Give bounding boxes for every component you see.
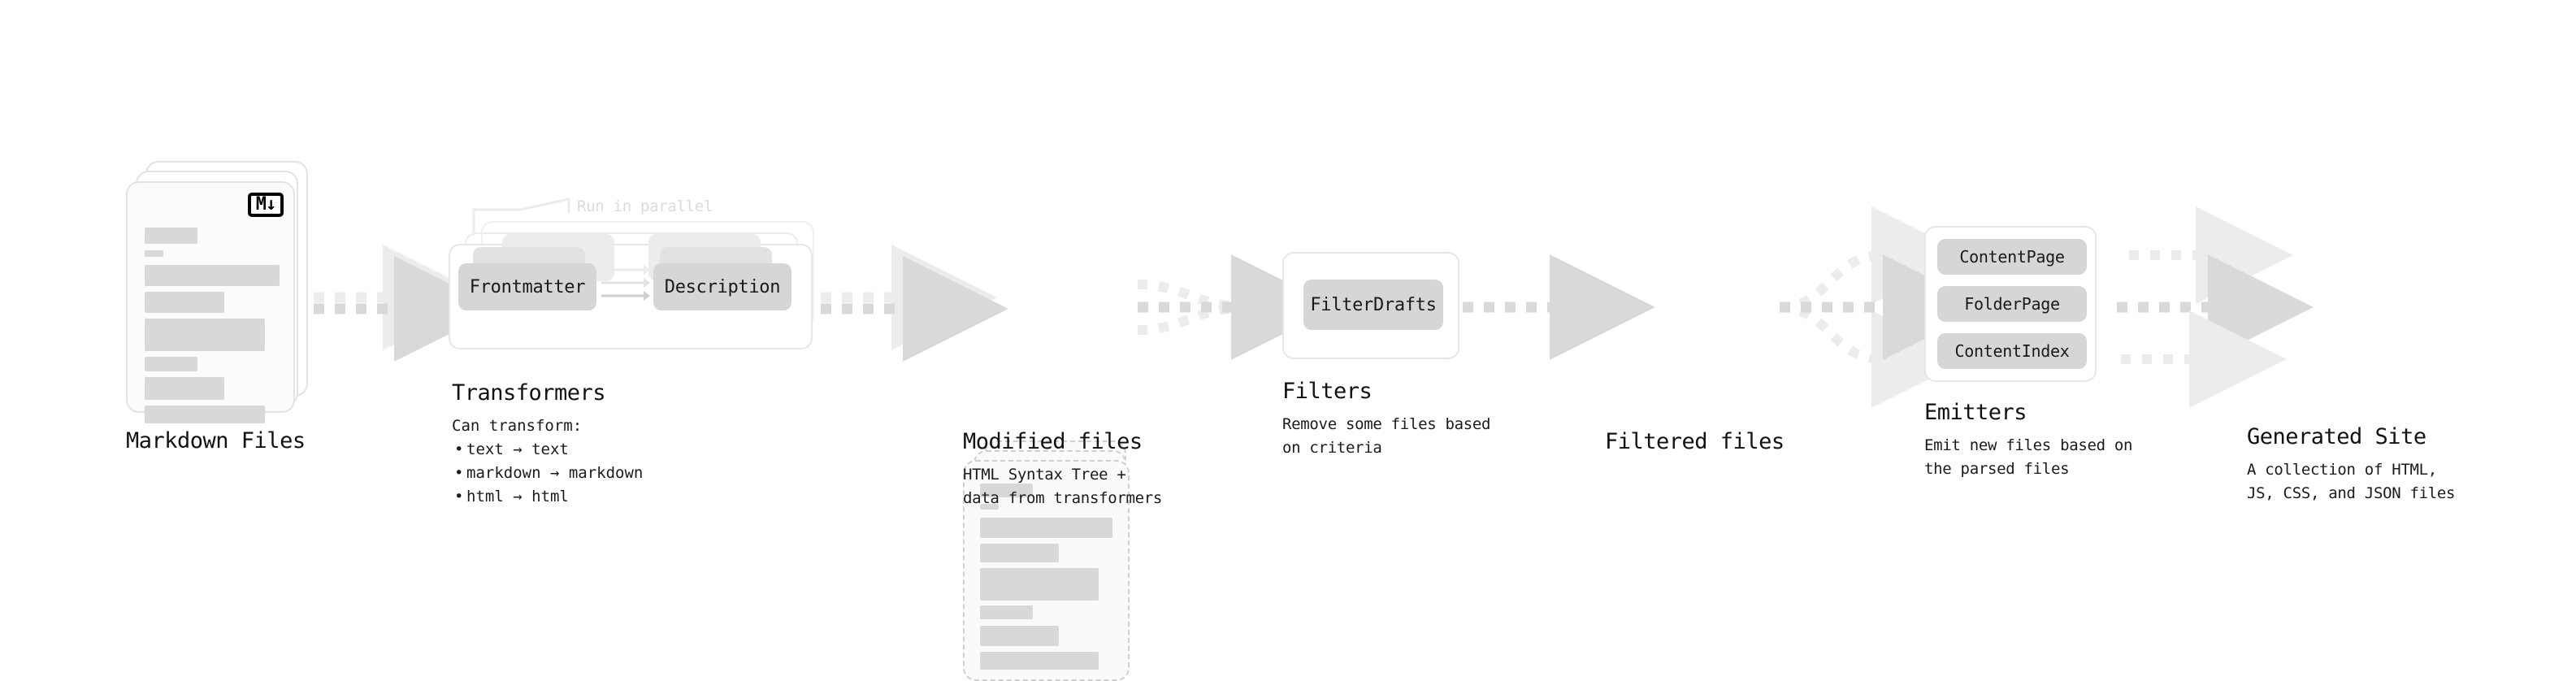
- stage-emitters: ContentPage FolderPage ContentIndex: [1924, 226, 2097, 382]
- stage-subtitle-modified-files: HTML Syntax Tree + data from transformer…: [963, 466, 1163, 507]
- stage-title-markdown-files: Markdown Files: [126, 428, 306, 453]
- modified-skeleton: [980, 484, 1113, 670]
- emitter-chip-contentindex[interactable]: ContentIndex: [1937, 333, 2087, 369]
- skeleton-bar: [145, 292, 224, 313]
- skeleton-bar: [980, 544, 1059, 562]
- modified-card-front: [963, 460, 1130, 681]
- emitter-chip-contentpage[interactable]: ContentPage: [1937, 239, 2087, 275]
- connector-transformers-to-modified: [821, 245, 1008, 362]
- run-in-parallel-label: Run in parallel: [577, 197, 713, 215]
- stage-modified-files: [963, 440, 1154, 681]
- skeleton-bar: [980, 626, 1059, 646]
- skeleton-bar: [145, 406, 265, 423]
- stage-title-generated-site: Generated Site: [2247, 424, 2426, 449]
- stage-subtitle-filters: Remove some files based on criteria: [1282, 415, 1491, 457]
- skeleton-bar: [145, 377, 224, 400]
- emitter-chip-folderpage[interactable]: FolderPage: [1937, 286, 2087, 322]
- transformer-chip-frontmatter[interactable]: Frontmatter: [458, 263, 596, 310]
- stage-title-filters: Filters: [1282, 379, 1373, 404]
- stage-markdown-files: M↓: [126, 161, 317, 423]
- skeleton-bar: [145, 319, 265, 351]
- stage-subtitle-emitters: Emit new files based on the parsed files: [1924, 436, 2133, 478]
- skeleton-bar: [980, 605, 1033, 619]
- skeleton-bar: [980, 484, 1033, 497]
- markdown-skeleton: [145, 228, 280, 423]
- connector-filtered-to-emitters: [1779, 206, 1988, 408]
- skeleton-bar: [145, 265, 280, 286]
- stage-filters: FilterDrafts: [1282, 252, 1459, 359]
- transformers-list-lead: Can transform:: [452, 417, 583, 435]
- transformers-list-item: text → text: [452, 438, 643, 462]
- connector-markdown-to-transformers: [314, 245, 500, 362]
- markdown-icon: M↓: [248, 193, 284, 217]
- skeleton-bar: [980, 504, 999, 510]
- stage-subtitle-generated-site: A collection of HTML, JS, CSS, and JSON …: [2247, 461, 2456, 502]
- stage-transformers: Frontmatter Description: [449, 221, 822, 355]
- skeleton-bar: [145, 228, 197, 244]
- filter-chip-filterdrafts[interactable]: FilterDrafts: [1303, 280, 1443, 330]
- connector-emitters-to-site: [2117, 206, 2314, 408]
- skeleton-bar: [980, 568, 1099, 601]
- stage-title-transformers: Transformers: [452, 380, 606, 406]
- transformer-inner-arrows: [601, 265, 650, 301]
- markdown-card-front: M↓: [126, 181, 295, 423]
- transformers-list-item: html → html: [452, 485, 643, 509]
- skeleton-bar: [980, 518, 1112, 538]
- stage-title-filtered-files: Filtered files: [1605, 429, 1785, 454]
- transformers-capability-list: Can transform: text → text markdown → ma…: [452, 414, 643, 509]
- transformer-chip-description[interactable]: Description: [653, 263, 791, 310]
- transformers-box-front: Frontmatter Description: [449, 234, 813, 349]
- connector-modified-to-filters: [1137, 254, 1337, 360]
- stage-title-emitters: Emitters: [1924, 400, 2027, 425]
- skeleton-bar: [145, 357, 197, 371]
- stage-title-modified-files: Modified files: [963, 429, 1143, 454]
- skeleton-bar: [145, 250, 163, 257]
- skeleton-bar: [980, 652, 1099, 670]
- transformers-list-item: markdown → markdown: [452, 462, 643, 485]
